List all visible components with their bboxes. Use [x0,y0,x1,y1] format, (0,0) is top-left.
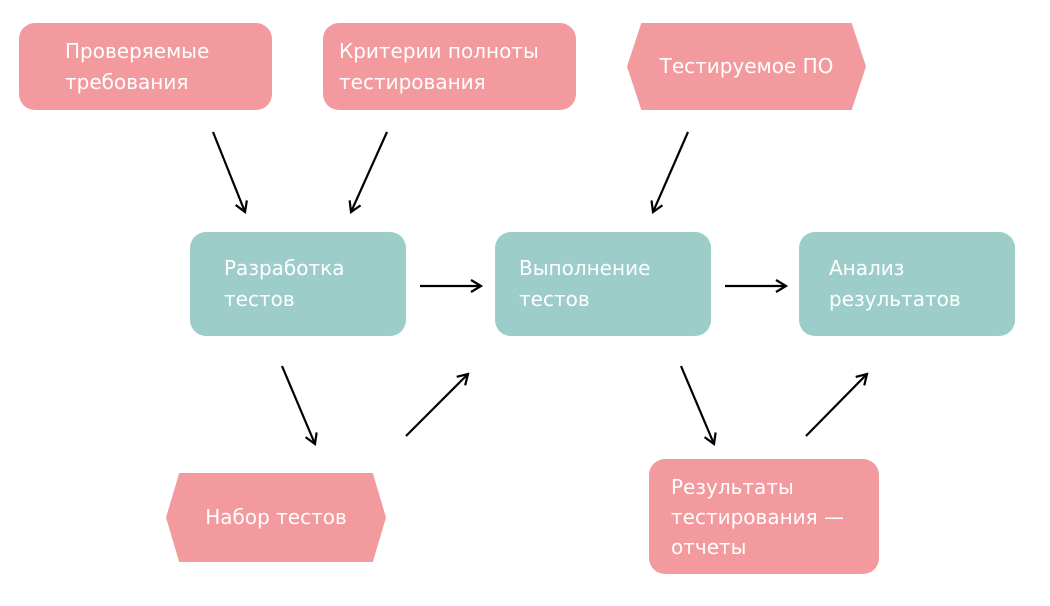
node-requirements-label: Проверяемые требования [65,38,210,94]
node-criteria: Критерии полноты тестирования [323,23,576,110]
arrow-requirements-to-design [211,131,248,214]
arrow-results-to-analysis [805,372,869,437]
arrow-design-to-test-suite [280,365,318,446]
node-results: Результаты тестирования — отчеты [649,459,879,574]
node-criteria-label: Критерии полноты тестирования [339,38,539,94]
node-design: Разработка тестов [190,232,406,336]
arrow-test-suite-to-execution [405,372,470,437]
node-execution: Выполнение тестов [495,232,711,336]
node-test-suite: Набор тестов [166,473,386,562]
node-execution-label: Выполнение тестов [519,256,651,311]
node-analysis-label: Анализ результатов [829,256,961,311]
arrow-execution-to-results [679,365,717,446]
node-results-label: Результаты тестирования — отчеты [671,474,845,559]
arrow-criteria-to-design [348,131,389,214]
arrow-software-to-execution [650,131,690,214]
node-requirements: Проверяемые требования [19,23,272,110]
node-analysis: Анализ результатов [799,232,1015,336]
node-software: Тестируемое ПО [627,23,866,110]
node-design-label: Разработка тестов [224,256,345,311]
node-software-label: Тестируемое ПО [659,54,834,78]
node-test-suite-label: Набор тестов [205,505,347,529]
